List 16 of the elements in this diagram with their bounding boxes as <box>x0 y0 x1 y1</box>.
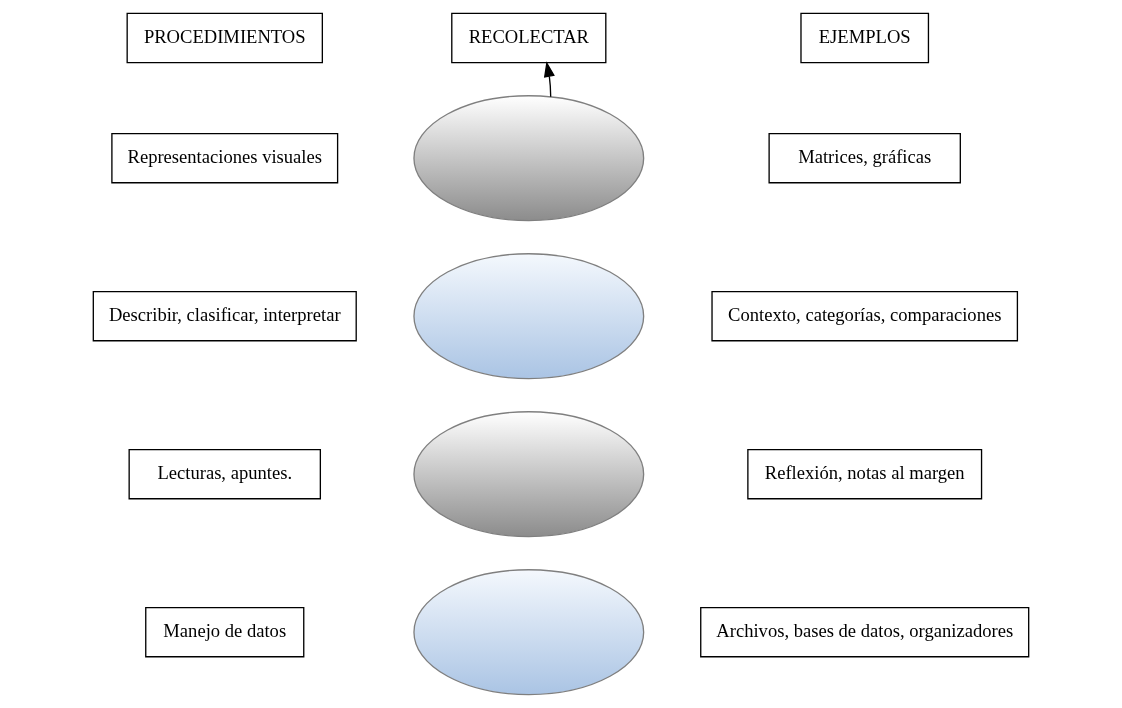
node-ellipse <box>413 569 645 696</box>
node-ellipse <box>413 95 645 222</box>
node-box: EJEMPLOS <box>800 12 930 64</box>
node-box: Representaciones visuales <box>111 132 339 184</box>
node-box: Contexto, categorías, comparaciones <box>711 290 1019 342</box>
node-box: Matrices, gráficas <box>768 132 961 184</box>
node-box: Describir, clasificar, interpretar <box>92 290 357 342</box>
node-box: Archivos, bases de datos, organizadores <box>700 606 1030 658</box>
node-box: Lecturas, apuntes. <box>128 448 321 500</box>
node-box: PROCEDIMIENTOS <box>126 12 323 64</box>
node-box: Manejo de datos <box>145 606 305 658</box>
node-ellipse <box>413 253 645 380</box>
node-ellipse <box>413 411 645 538</box>
arrow <box>543 61 555 98</box>
node-box: RECOLECTAR <box>451 12 607 64</box>
node-box: Reflexión, notas al margen <box>747 448 983 500</box>
